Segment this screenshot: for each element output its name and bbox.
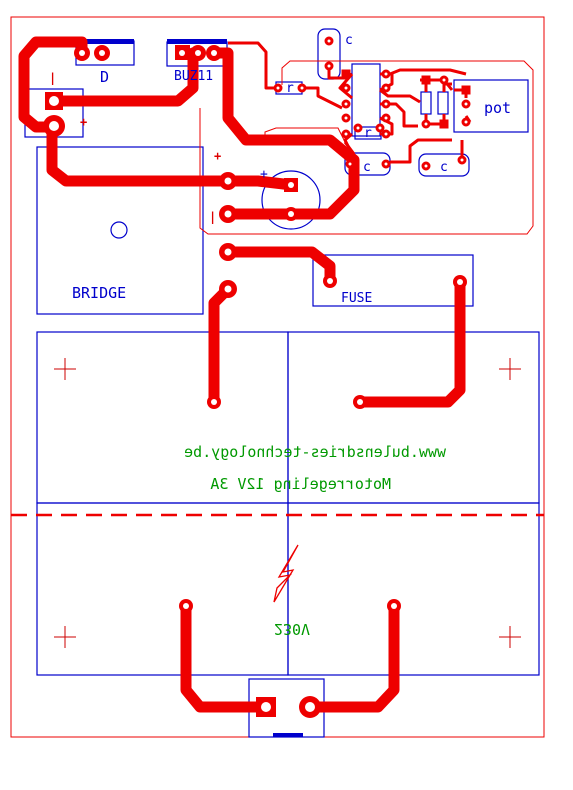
transformer-bottom-right (287, 502, 540, 676)
voltage-text: 230V (274, 620, 310, 638)
triac-label: BUZ11 (174, 69, 213, 84)
plus-marker-1: + (80, 115, 87, 129)
cap-top-label: c (345, 33, 353, 48)
resistor3-outline (420, 91, 432, 115)
resistor4-outline (437, 91, 449, 115)
crosshair-icon (54, 358, 521, 648)
fuse-outline (312, 254, 474, 307)
cap-mid1-label: c (363, 160, 371, 175)
pot-label: pot (484, 99, 511, 117)
diode-label: D (100, 68, 109, 86)
ic-outline (351, 63, 381, 137)
transformer-bottom-left (36, 502, 289, 676)
fuse-label: FUSE (341, 291, 372, 306)
pads-large (43, 45, 467, 718)
copper-tracks (18, 36, 466, 713)
bridge-hole (110, 221, 128, 239)
website-text: www.bulensdries-technology.be (184, 443, 446, 461)
cap-mid2-label: c (440, 160, 448, 175)
resistor1-label: r (286, 81, 294, 96)
plus-marker-3: + (260, 167, 268, 182)
cap-mid2-outline (418, 153, 470, 177)
electrolytic-cap-outline (261, 170, 321, 230)
resistor2-label: r (364, 126, 372, 141)
bridge-label: BRIDGE (72, 284, 126, 302)
pads-small (273, 36, 471, 171)
minus-marker-2: | (209, 210, 216, 224)
control-section-outline (199, 60, 534, 235)
title-text: Motorregeling 12V 3A (210, 475, 391, 493)
plus-marker-2: + (214, 149, 221, 163)
lightning-bolt-icon (273, 544, 299, 603)
pot-outline (453, 79, 529, 133)
minus-marker-1: | (49, 71, 56, 85)
